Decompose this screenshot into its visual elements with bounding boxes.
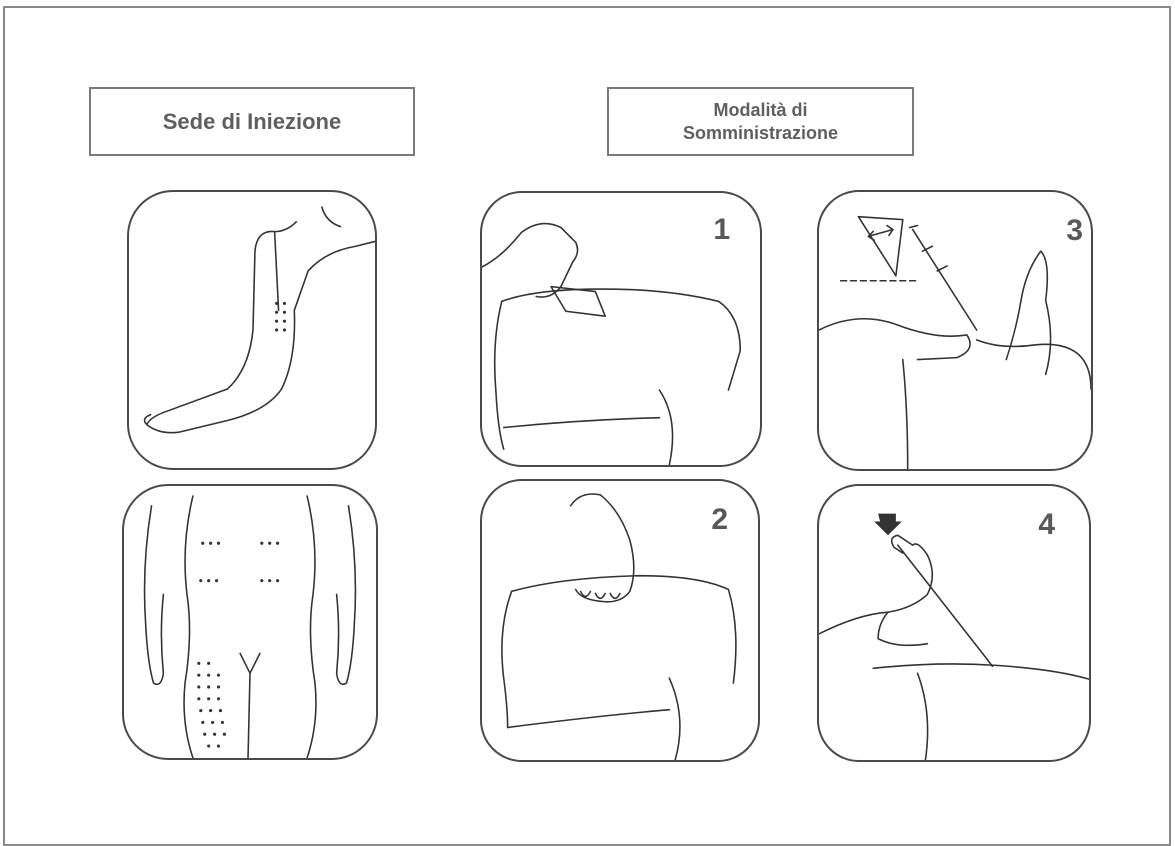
administration-header: Modalità di Somministrazione [607, 87, 914, 156]
step-4-number: 4 [1038, 508, 1055, 542]
step-2-number: 2 [711, 503, 728, 537]
step-3-number: 3 [1066, 214, 1083, 248]
body-injection-site-panel [122, 484, 378, 760]
step-3-illustration [819, 192, 1091, 469]
arm-illustration [129, 192, 375, 468]
arm-injection-site-panel [127, 190, 377, 470]
administration-title: Modalità di Somministrazione [683, 99, 838, 144]
injection-site-header: Sede di Iniezione [89, 87, 415, 156]
step-1-panel: 1 [480, 191, 762, 467]
step-2-panel: 2 [480, 479, 760, 762]
body-illustration [124, 486, 376, 758]
injection-site-title: Sede di Iniezione [163, 109, 341, 135]
administration-title-line1: Modalità di [683, 99, 838, 122]
administration-title-line2: Somministrazione [683, 122, 838, 145]
step-3-panel: 3 [817, 190, 1093, 471]
push-arrow-icon [874, 514, 902, 536]
step-1-number: 1 [713, 213, 730, 247]
step-4-panel: 4 [817, 484, 1091, 762]
